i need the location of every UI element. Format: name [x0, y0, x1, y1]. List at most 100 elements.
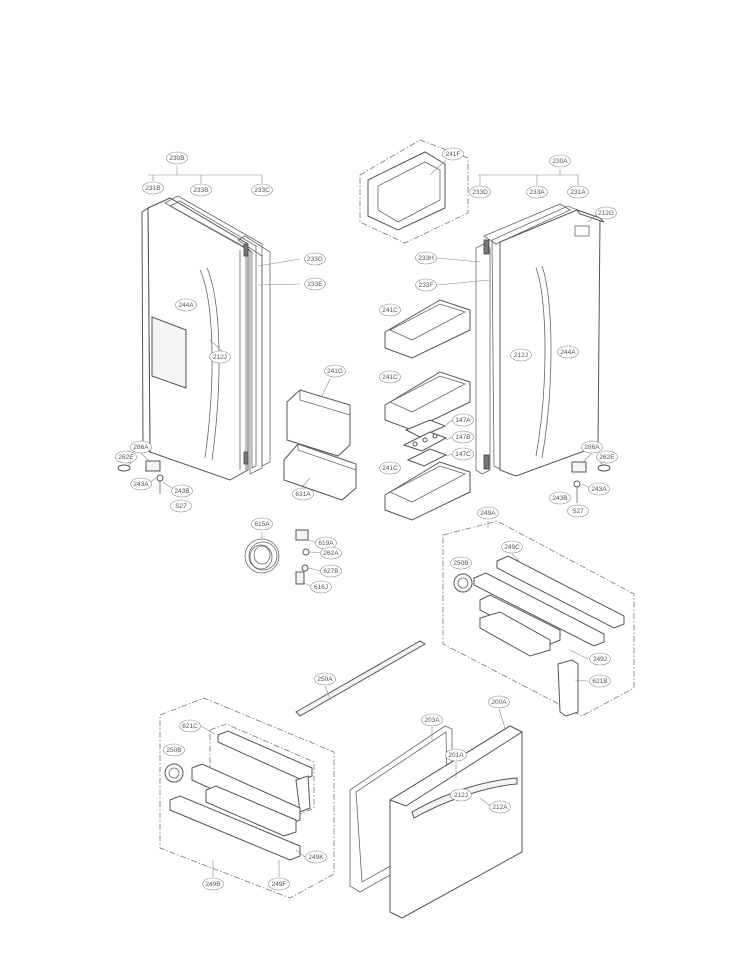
callout-615a: 615A [251, 517, 273, 531]
callout-bubble [595, 206, 617, 220]
callout-bubble [310, 580, 332, 594]
callout-bubble [268, 877, 290, 891]
callout-bubble [320, 546, 342, 560]
callout-bubble [190, 183, 212, 197]
callout-bubble [379, 370, 401, 384]
callout-200a: 200A [488, 695, 510, 709]
callout-212j-2: 212J [510, 348, 532, 362]
callout-text: 233F [419, 282, 434, 289]
callout-bubble [557, 345, 579, 359]
callout-230b: 230B [166, 151, 188, 165]
right-door-assembly [436, 169, 605, 477]
callout-bubble [452, 413, 474, 427]
freezer-drawer-front [349, 708, 524, 919]
callout-bubble [251, 183, 273, 197]
callout-text: 286A [133, 444, 149, 451]
callout-bubble [452, 447, 474, 461]
callout-text: 631A [295, 491, 311, 498]
callout-text: 147C [455, 451, 471, 458]
callout-text: 231B [145, 185, 160, 192]
callout-text: S27 [572, 508, 584, 515]
callout-bubble [450, 788, 472, 802]
callout-243b: 243B [171, 484, 193, 498]
callout-249c: 249C [501, 540, 523, 554]
callout-bubble [477, 506, 499, 520]
callout-bubble [130, 477, 152, 491]
callout-bubble [324, 364, 346, 378]
callout-text: 233D [472, 189, 488, 196]
callout-250a: 250A [314, 672, 336, 686]
callout-bubble [171, 484, 193, 498]
callout-bubble [170, 499, 192, 513]
callout-241g: 241G [324, 364, 346, 378]
callout-231a: 231A [567, 185, 589, 199]
callout-212a: 212A [489, 800, 511, 814]
callout-bubble [379, 461, 401, 475]
callout-203a: 203A [421, 713, 443, 727]
callout-bubble [320, 564, 342, 578]
callout-230a: 230A [549, 154, 571, 168]
callout-233h: 233H [415, 251, 437, 265]
callout-286a-2: 286A [581, 440, 603, 454]
callout-text: 233A [529, 189, 545, 196]
callout-243a-2: 243A [588, 482, 610, 496]
callout-bubble [379, 303, 401, 317]
callout-text: 616J [314, 584, 328, 591]
callout-233d: 233D [469, 185, 491, 199]
callout-bubble [130, 440, 152, 454]
callout-text: 200A [491, 699, 507, 706]
callout-text: 230B [169, 155, 184, 162]
callout-bubble [202, 877, 224, 891]
water-tube-assembly [244, 529, 323, 588]
callout-text: 212J [454, 792, 468, 799]
callout-text: 619A [318, 540, 334, 547]
callout-text: 243B [174, 488, 189, 495]
callout-text: 621B [592, 678, 607, 685]
callout-text: 243B [552, 495, 567, 502]
callout-text: 201A [448, 752, 464, 759]
callout-text: 249F [272, 881, 287, 888]
callout-233e: 233E [304, 277, 326, 291]
callout-text: 212A [492, 804, 508, 811]
callout-233f: 233F [415, 278, 437, 292]
callout-249a: 249A [477, 506, 499, 520]
callout-text: 244A [560, 349, 576, 356]
callout-bubble [314, 672, 336, 686]
callout-text: 231A [570, 189, 586, 196]
callout-text: 147B [455, 434, 470, 441]
callout-text: 286A [584, 444, 600, 451]
callout-243a: 243A [130, 477, 152, 491]
callout-bubble [415, 278, 437, 292]
callout-text: 233G [307, 256, 323, 263]
callout-text: 241C [382, 374, 398, 381]
callout-bubble [304, 277, 326, 291]
callout-bubble [166, 151, 188, 165]
callout-241c-1: 241C [379, 303, 401, 317]
callout-bubble [588, 482, 610, 496]
callout-text: 615A [254, 521, 270, 528]
callout-s27: S27 [170, 499, 192, 513]
callout-243b-2: 243B [549, 491, 571, 505]
callout-233a: 233A [526, 185, 548, 199]
callout-bubble [445, 748, 467, 762]
callout-bubble [510, 348, 532, 362]
callout-249f: 249F [268, 877, 290, 891]
left-door-assembly [141, 166, 301, 481]
callout-249k: 249K [305, 850, 327, 864]
callout-bubble [251, 517, 273, 531]
callout-147c: 147C [452, 447, 474, 461]
callout-bubble [450, 556, 472, 570]
callout-bubble [501, 540, 523, 554]
callout-text: 243A [591, 486, 607, 493]
callout-262e: 262E [115, 450, 137, 464]
callout-bubble [567, 185, 589, 199]
callout-text: 243A [133, 481, 149, 488]
callout-text: 233E [307, 281, 323, 288]
callout-244a: 244A [175, 298, 197, 312]
callout-text: 250B [166, 747, 181, 754]
callout-bubble [305, 850, 327, 864]
callout-233c: 233C [251, 183, 273, 197]
callout-text: 250B [453, 560, 468, 567]
